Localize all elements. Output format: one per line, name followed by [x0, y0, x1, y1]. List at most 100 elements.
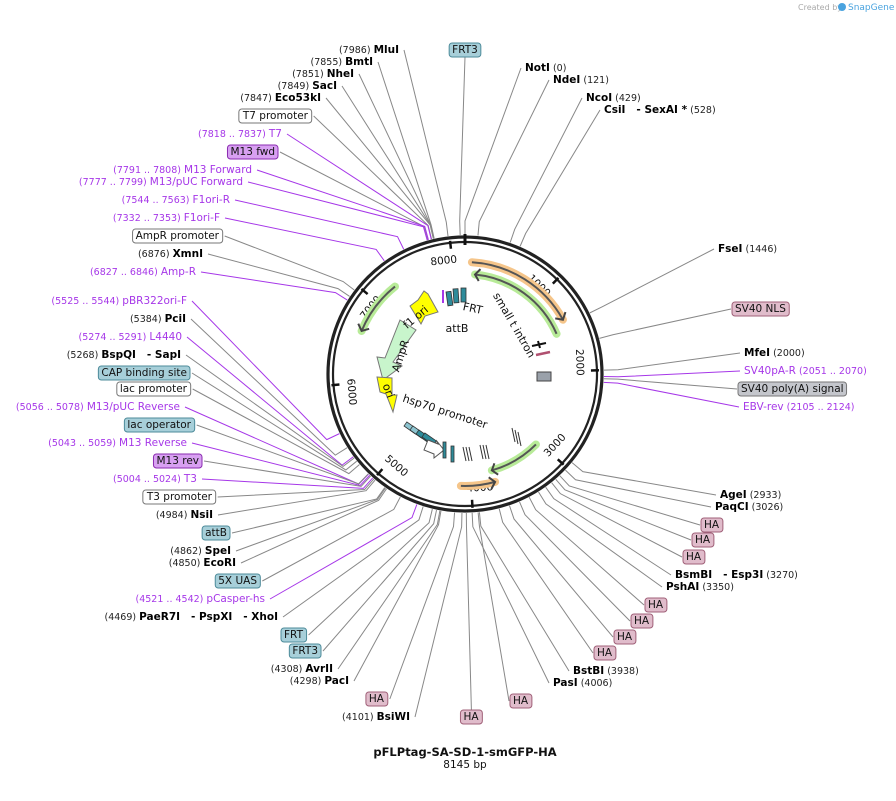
map-label-feature[interactable]: HA [613, 629, 637, 645]
map-label-primer[interactable]: (7791 .. 7808) M13 Forward [113, 164, 252, 176]
map-label-feature[interactable]: FRT3 [448, 42, 482, 58]
map-label-enzyme[interactable]: (7847) Eco53kI [240, 92, 321, 104]
map-label-primer[interactable]: (6827 .. 6846) Amp-R [90, 266, 196, 278]
leader-line [555, 478, 692, 541]
map-label-enzyme[interactable]: (5268) BspQI - SapI [67, 349, 181, 361]
label-position: (7777 .. 7799) [79, 177, 147, 188]
map-label-enzyme[interactable]: FseI (1446) [718, 243, 777, 255]
map-label-feature[interactable]: T3 promoter [142, 489, 217, 505]
leader-line [599, 308, 732, 339]
map-label-feature[interactable]: FRT3 [288, 643, 322, 659]
leader-line [403, 49, 449, 237]
map-label-enzyme[interactable]: NcoI (429) [586, 92, 641, 104]
map-label-enzyme[interactable]: PaqCI (3026) [715, 501, 783, 513]
feature-name: HA [686, 551, 702, 563]
feature-box [97, 365, 191, 381]
map-label-primer[interactable]: (5274 .. 5291) L4440 [79, 331, 182, 343]
map-label-feature[interactable]: CAP binding site [97, 365, 191, 381]
map-label-enzyme[interactable]: PasI (4006) [553, 677, 612, 689]
map-label-feature[interactable]: HA [630, 613, 654, 629]
map-label-feature[interactable]: 5X UAS [214, 573, 261, 589]
map-label-feature[interactable]: HA [691, 532, 715, 548]
feature-name: SV40 NLS [735, 303, 786, 315]
map-label-enzyme[interactable]: (5384) PciI [130, 313, 186, 325]
map-label-enzyme[interactable]: (7855) BmtI [311, 56, 374, 68]
map-label-primer[interactable]: (5525 .. 5544) pBR322ori-F [51, 295, 187, 307]
snapgene-logo-icon [838, 3, 846, 11]
label-text: NdeI (121) [553, 74, 609, 86]
leader-line [185, 354, 355, 468]
map-label-enzyme[interactable]: (7849) SacI [278, 80, 337, 92]
map-label-enzyme[interactable]: CsiI - SexAI * (528) [604, 104, 716, 116]
map-label-enzyme[interactable]: (4308) AvrII [271, 663, 333, 675]
map-label-enzyme[interactable]: NotI (0) [525, 62, 566, 74]
feature-box [226, 144, 279, 160]
leader-line [224, 235, 355, 291]
label-name: F1ori-R [193, 194, 230, 206]
map-label-feature[interactable]: HA [509, 693, 533, 709]
map-label-enzyme[interactable]: (4101) BsiWI [342, 711, 410, 723]
map-label-enzyme[interactable]: (7851) NheI [292, 68, 354, 80]
label-name: BstBI [573, 665, 604, 677]
feature-name: 5X UAS [218, 575, 257, 587]
map-label-enzyme[interactable]: (4850) EcoRI [169, 557, 236, 569]
map-label-enzyme[interactable]: (4862) SpeI [170, 545, 231, 557]
map-label-feature[interactable]: attB [201, 525, 231, 541]
feature-box [509, 693, 533, 709]
label-text: M13 fwd [230, 146, 275, 158]
map-label-feature[interactable]: T7 promoter [238, 108, 313, 124]
map-label-feature[interactable]: FRT [280, 627, 308, 643]
label-text: (7791 .. 7808) M13 Forward [113, 164, 252, 176]
map-label-primer[interactable]: (7332 .. 7353) F1ori-F [113, 212, 220, 224]
map-label-primer[interactable]: SV40pA-R (2051 .. 2070) [744, 365, 867, 377]
map-label-primer[interactable]: (7544 .. 7563) F1ori-R [122, 194, 230, 206]
label-name: PaqCI [715, 501, 749, 513]
map-label-enzyme[interactable]: AgeI (2933) [720, 489, 781, 501]
label-text: FRT3 [292, 645, 318, 657]
leader-line [224, 217, 385, 262]
label-name: NotI [525, 62, 550, 74]
map-label-enzyme[interactable]: (4984) NsiI [156, 509, 213, 521]
leader-line [509, 97, 583, 243]
map-label-feature[interactable]: SV40 poly(A) signal [737, 381, 848, 397]
leader-line [353, 510, 442, 682]
map-label-feature[interactable]: HA [459, 709, 483, 725]
feature-box [459, 709, 483, 725]
map-label-feature[interactable]: HA [700, 517, 724, 533]
map-label-feature[interactable]: lac operator [123, 417, 196, 433]
map-label-enzyme[interactable]: MfeI (2000) [744, 347, 805, 359]
inner-label-attb: attB [446, 322, 469, 335]
map-label-primer[interactable]: (5056 .. 5078) M13/pUC Reverse [16, 401, 180, 413]
map-label-feature[interactable]: AmpR promoter [132, 228, 224, 244]
map-label-feature[interactable]: SV40 NLS [731, 301, 790, 317]
map-label-enzyme[interactable]: NdeI (121) [553, 74, 609, 86]
map-label-primer[interactable]: (4521 .. 4542) pCasper-hs [136, 593, 265, 605]
leader-line [247, 181, 428, 241]
snapgene-credit: Created by SnapGene [798, 3, 895, 13]
map-label-feature[interactable]: HA [682, 549, 706, 565]
map-label-enzyme[interactable]: (4469) PaeR7I - PspXI - XhoI [105, 611, 278, 623]
map-label-primer[interactable]: (7777 .. 7799) M13/pUC Forward [79, 176, 243, 188]
map-label-feature[interactable]: HA [365, 691, 389, 707]
tick-label: 3000 [542, 432, 569, 460]
label-name: T7 [268, 128, 282, 140]
feature-box [682, 549, 706, 565]
map-label-enzyme[interactable]: (6876) XmnI [138, 248, 203, 260]
map-label-enzyme[interactable]: (4298) PacI [290, 675, 349, 687]
map-label-feature[interactable]: M13 fwd [226, 144, 279, 160]
ori-arrow [376, 376, 398, 414]
map-label-primer[interactable]: (5004 .. 5024) T3 [113, 473, 197, 485]
map-label-primer[interactable]: (5043 .. 5059) M13 Reverse [48, 437, 187, 449]
map-label-enzyme[interactable]: PshAI (3350) [666, 581, 734, 593]
map-label-enzyme[interactable]: BsmBI - Esp3I (3270) [675, 569, 798, 581]
label-text: HA [686, 551, 702, 563]
map-label-feature[interactable]: M13 rev [152, 453, 203, 469]
label-position: (7849) [278, 81, 310, 92]
map-label-feature[interactable]: HA [644, 597, 668, 613]
map-label-enzyme[interactable]: BstBI (3938) [573, 665, 639, 677]
map-label-feature[interactable]: lac promoter [116, 381, 192, 397]
map-label-primer[interactable]: EBV-rev (2105 .. 2124) [743, 401, 855, 413]
map-label-enzyme[interactable]: (7986) MluI [339, 44, 399, 56]
map-label-feature[interactable]: HA [593, 645, 617, 661]
map-label-primer[interactable]: (7818 .. 7837) T7 [198, 128, 282, 140]
